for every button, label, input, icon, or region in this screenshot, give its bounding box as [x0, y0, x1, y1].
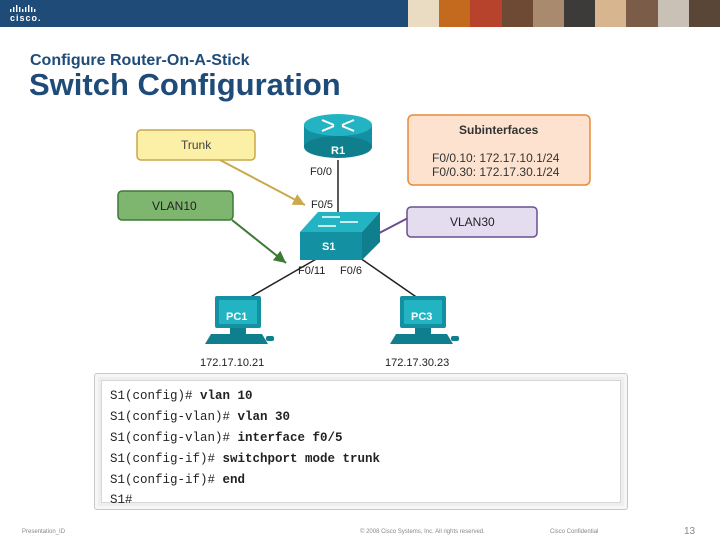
vlan10-callout	[117, 190, 234, 221]
switch-port-pc1-label: F0/11	[298, 265, 325, 277]
vlan10-callout-label: VLAN10	[152, 199, 197, 213]
cisco-logo-icon	[10, 5, 36, 12]
router-icon[interactable]	[304, 114, 372, 158]
pc3-label: PC3	[411, 311, 432, 323]
switch-port-pc3-label: F0/6	[340, 265, 362, 277]
cli-panel: S1(config)# vlan 10 S1(config-vlan)# vla…	[94, 373, 628, 510]
switch-label: S1	[322, 241, 335, 253]
pc1-ip: 172.17.10.21	[200, 357, 264, 369]
cli-line: S1(config-if)# switchport mode trunk	[110, 452, 381, 466]
slide-title: Switch Configuration	[29, 67, 341, 102]
vlan30-callout	[406, 206, 538, 238]
subinterface-1: F0/0.10: 172.17.10.1/24	[432, 151, 560, 165]
top-banner: cisco.	[0, 0, 720, 27]
vlan10-arrow	[231, 219, 287, 264]
cli-line: S1#	[110, 493, 133, 507]
pc1-label: PC1	[226, 311, 247, 323]
logo-text: cisco.	[10, 13, 42, 23]
subinterface-2: F0/0.30: 172.17.30.1/24	[432, 165, 560, 179]
trunk-callout	[136, 129, 256, 161]
cli-output: S1(config)# vlan 10 S1(config-vlan)# vla…	[101, 380, 621, 507]
cli-line: S1(config-vlan)# vlan 30	[110, 410, 291, 424]
router-interface-label: F0/0	[310, 166, 332, 178]
link-s1-pc1	[239, 257, 319, 304]
pc3-icon[interactable]	[390, 296, 459, 344]
footer-presentation-id: Presentation_ID	[22, 529, 66, 535]
cli-line: S1(config)# vlan 10	[110, 389, 253, 403]
switch-icon[interactable]	[300, 212, 380, 260]
trunk-callout-label: Trunk	[181, 138, 212, 152]
pc3-ip: 172.17.30.23	[385, 357, 449, 369]
footer-confidential: Cisco Confidential	[550, 529, 599, 535]
header-photo-strip	[408, 0, 720, 27]
cli-line: S1(config-vlan)# interface f0/5	[110, 431, 343, 445]
cli-line: S1(config-if)# end	[110, 473, 246, 487]
router-label: R1	[331, 145, 345, 157]
switch-uplink-label: F0/5	[311, 199, 333, 211]
trunk-arrow	[219, 159, 306, 206]
subinterfaces-callout	[407, 114, 591, 186]
footer-copyright: © 2008 Cisco Systems, Inc. All rights re…	[360, 529, 485, 535]
vlan30-callout-label: VLAN30	[450, 215, 495, 229]
slide-subtitle: Configure Router-On-A-Stick	[30, 52, 250, 69]
page-number: 13	[684, 526, 696, 537]
pc1-icon[interactable]	[205, 296, 274, 344]
subinterfaces-title: Subinterfaces	[459, 123, 539, 137]
link-s1-pc3	[359, 257, 426, 304]
